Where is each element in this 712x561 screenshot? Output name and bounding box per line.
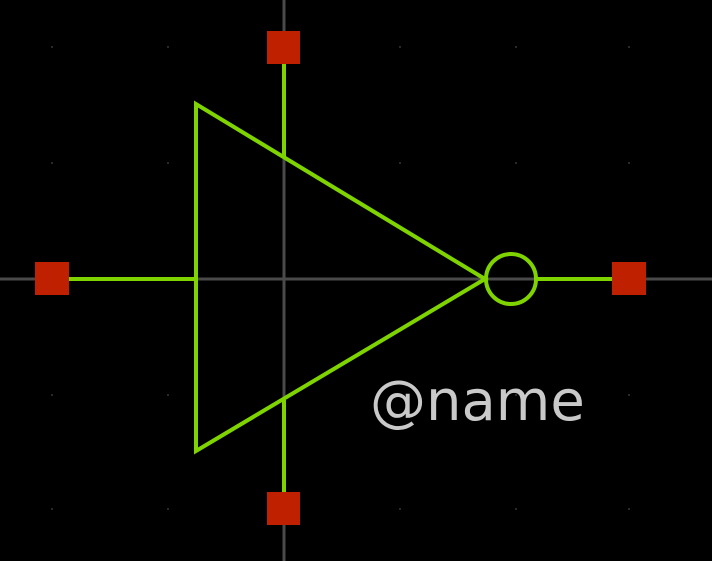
grid-dot bbox=[515, 508, 517, 510]
grid-dot bbox=[515, 162, 517, 164]
grid-dot bbox=[399, 46, 401, 48]
grid-dot bbox=[167, 394, 169, 396]
grid-dot bbox=[51, 162, 53, 164]
grid-dot bbox=[628, 508, 630, 510]
grid-dot bbox=[628, 162, 630, 164]
grid-dot bbox=[51, 46, 53, 48]
pin-output[interactable] bbox=[612, 262, 646, 295]
grid-dot bbox=[399, 508, 401, 510]
grid-dot bbox=[628, 46, 630, 48]
pin-bottom[interactable] bbox=[267, 492, 300, 525]
inverter-triangle[interactable] bbox=[194, 100, 489, 455]
grid-dot bbox=[399, 394, 401, 396]
inversion-bubble bbox=[484, 252, 538, 306]
pin-top[interactable] bbox=[267, 31, 300, 64]
grid-dot bbox=[515, 394, 517, 396]
grid-dot bbox=[167, 46, 169, 48]
symbol-name-label[interactable]: @name bbox=[370, 369, 585, 434]
grid-dot bbox=[628, 394, 630, 396]
grid-dot bbox=[167, 162, 169, 164]
grid-dot bbox=[51, 508, 53, 510]
grid-dot bbox=[399, 162, 401, 164]
grid-dot bbox=[515, 46, 517, 48]
grid-dot bbox=[51, 394, 53, 396]
grid-dot bbox=[167, 508, 169, 510]
pin-input[interactable] bbox=[35, 262, 69, 295]
